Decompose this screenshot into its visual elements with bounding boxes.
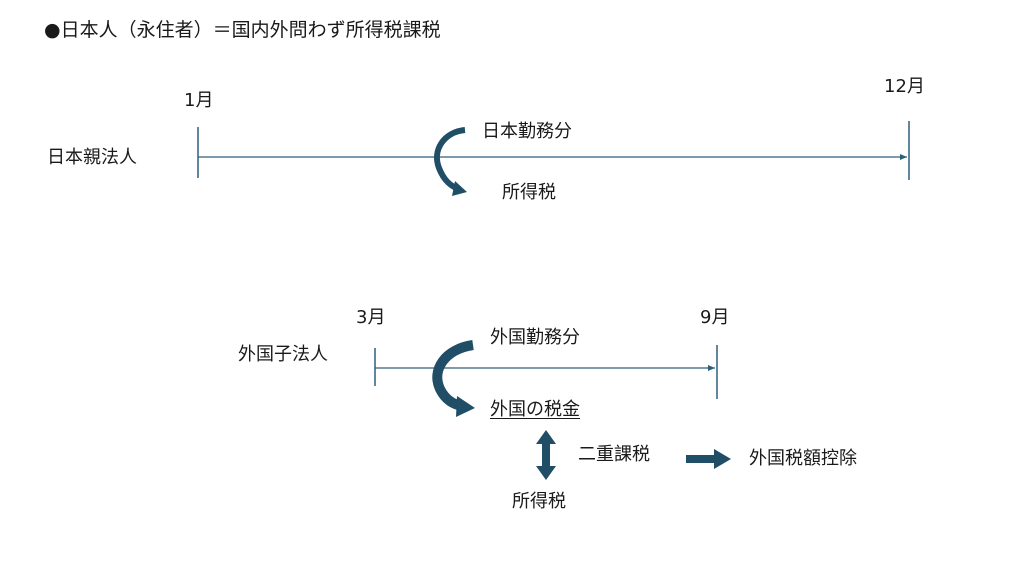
top-tax-label: 所得税: [502, 182, 556, 203]
top-entity-label: 日本親法人: [47, 147, 137, 168]
bottom-income-tax-label: 所得税: [512, 491, 566, 512]
vertical-double-arrow-icon: [536, 430, 556, 480]
top-timeline: [197, 121, 910, 180]
top-curved-arrow-icon: [434, 127, 467, 196]
bottom-curved-arrow-icon: [432, 340, 475, 417]
top-end-month-label: 12月: [884, 76, 925, 97]
bottom-entity-label: 外国子法人: [238, 344, 328, 365]
bottom-end-month-label: 9月: [700, 307, 730, 328]
right-arrow-icon: [686, 449, 731, 469]
top-work-portion-label: 日本勤務分: [482, 121, 572, 142]
bottom-start-month-label: 3月: [356, 307, 386, 328]
foreign-tax-credit-label: 外国税額控除: [749, 448, 857, 469]
top-start-month-label: 1月: [184, 90, 214, 111]
bottom-work-portion-label: 外国勤務分: [490, 327, 580, 348]
foreign-tax-label: 外国の税金: [490, 399, 580, 420]
page-title: ●日本人（永住者）＝国内外問わず所得税課税: [44, 19, 441, 41]
double-taxation-label: 二重課税: [578, 444, 650, 465]
bottom-timeline: [374, 345, 718, 399]
